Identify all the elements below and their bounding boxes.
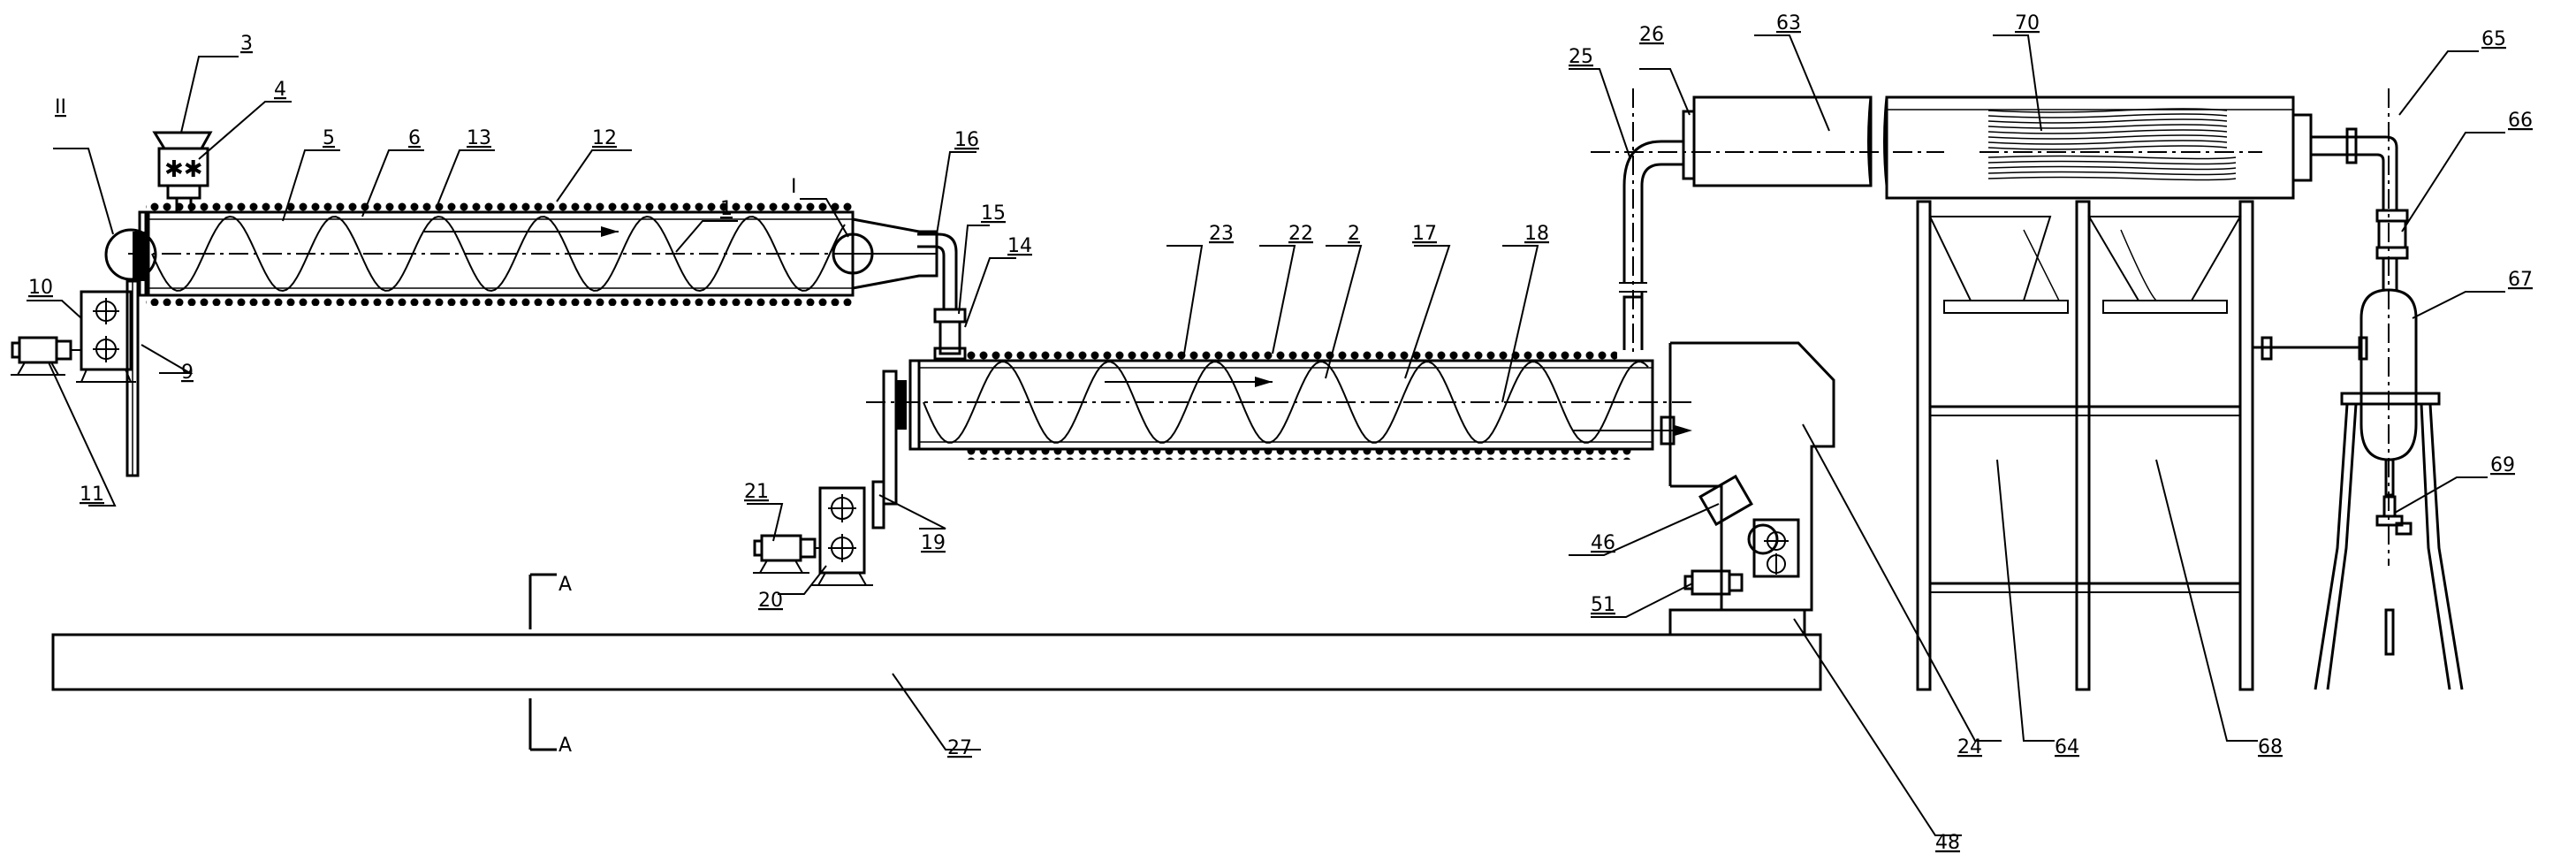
label-12: 12 bbox=[592, 127, 617, 149]
label-25: 25 bbox=[1569, 46, 1593, 68]
label-II: II bbox=[55, 96, 66, 118]
label-24: 24 bbox=[1957, 736, 1982, 758]
label-23: 23 bbox=[1209, 223, 1234, 245]
label-16: 16 bbox=[954, 129, 979, 151]
label-I: I bbox=[791, 176, 797, 198]
coil-tube bbox=[1987, 155, 2237, 160]
drive-end-upper bbox=[104, 228, 157, 477]
coil-tube bbox=[1987, 145, 2228, 150]
label-11: 11 bbox=[80, 484, 104, 506]
label-9: 9 bbox=[181, 362, 194, 384]
label-48: 48 bbox=[1935, 832, 1960, 854]
discharge-housing bbox=[1668, 341, 1835, 636]
coil-tube bbox=[1987, 160, 2237, 165]
label-18: 18 bbox=[1524, 223, 1549, 245]
label-5: 5 bbox=[323, 127, 335, 149]
label-group: II 3 4 5 6 13 12 1 I 16 15 14 10 9 11 23… bbox=[28, 12, 2533, 854]
label-2: 2 bbox=[1348, 223, 1360, 245]
label-15: 15 bbox=[981, 202, 1006, 225]
base-beam bbox=[51, 573, 1822, 751]
leader-lines bbox=[27, 34, 2505, 836]
lower-drive-motor bbox=[753, 480, 885, 586]
label-19: 19 bbox=[921, 532, 946, 554]
coil-tube bbox=[1987, 140, 2228, 145]
coil-tube bbox=[1987, 165, 2237, 171]
condenser-frame bbox=[1916, 200, 2254, 691]
label-14: 14 bbox=[1007, 235, 1032, 257]
coil-tube bbox=[1987, 171, 2237, 176]
label-26: 26 bbox=[1639, 24, 1664, 46]
label-66: 66 bbox=[2508, 110, 2533, 132]
condenser bbox=[1692, 95, 2313, 200]
label-6: 6 bbox=[408, 127, 421, 149]
upper-screw-drum bbox=[128, 202, 938, 306]
label-17: 17 bbox=[1412, 223, 1437, 245]
label-21: 21 bbox=[744, 481, 769, 503]
label-section-a-bottom: A bbox=[559, 735, 572, 757]
feed-hopper: ✱✱ bbox=[152, 131, 213, 214]
label-27: 27 bbox=[947, 737, 972, 759]
label-65: 65 bbox=[2481, 28, 2506, 50]
coil-tube bbox=[1987, 124, 2228, 129]
label-22: 22 bbox=[1288, 223, 1313, 245]
label-68: 68 bbox=[2258, 736, 2283, 758]
label-20: 20 bbox=[758, 590, 783, 612]
label-67: 67 bbox=[2508, 269, 2533, 291]
coil-tube bbox=[1987, 129, 2228, 134]
upper-drive-motor bbox=[11, 290, 136, 383]
coil-tube bbox=[1987, 134, 2228, 140]
label-section-a-top: A bbox=[559, 574, 572, 596]
label-46: 46 bbox=[1591, 532, 1615, 554]
transfer-pipe bbox=[917, 232, 967, 361]
coil-tube bbox=[1987, 108, 2228, 113]
label-51: 51 bbox=[1591, 594, 1615, 616]
label-64: 64 bbox=[2055, 736, 2079, 758]
label-4: 4 bbox=[274, 79, 286, 101]
coil-tube bbox=[1987, 113, 2228, 118]
label-10: 10 bbox=[28, 277, 53, 299]
gas-riser-pipe bbox=[1591, 88, 1944, 354]
label-63: 63 bbox=[1776, 12, 1801, 34]
coil-tube bbox=[1987, 176, 2237, 181]
label-13: 13 bbox=[467, 127, 491, 149]
separator-vessel bbox=[2253, 88, 2464, 690]
label-70: 70 bbox=[2015, 12, 2040, 34]
label-69: 69 bbox=[2490, 454, 2515, 476]
svg-text:✱✱: ✱✱ bbox=[164, 156, 203, 183]
label-3: 3 bbox=[240, 33, 253, 55]
lower-screw-drum bbox=[866, 350, 1697, 506]
coil-tube bbox=[1987, 118, 2228, 124]
label-1: 1 bbox=[720, 198, 733, 220]
